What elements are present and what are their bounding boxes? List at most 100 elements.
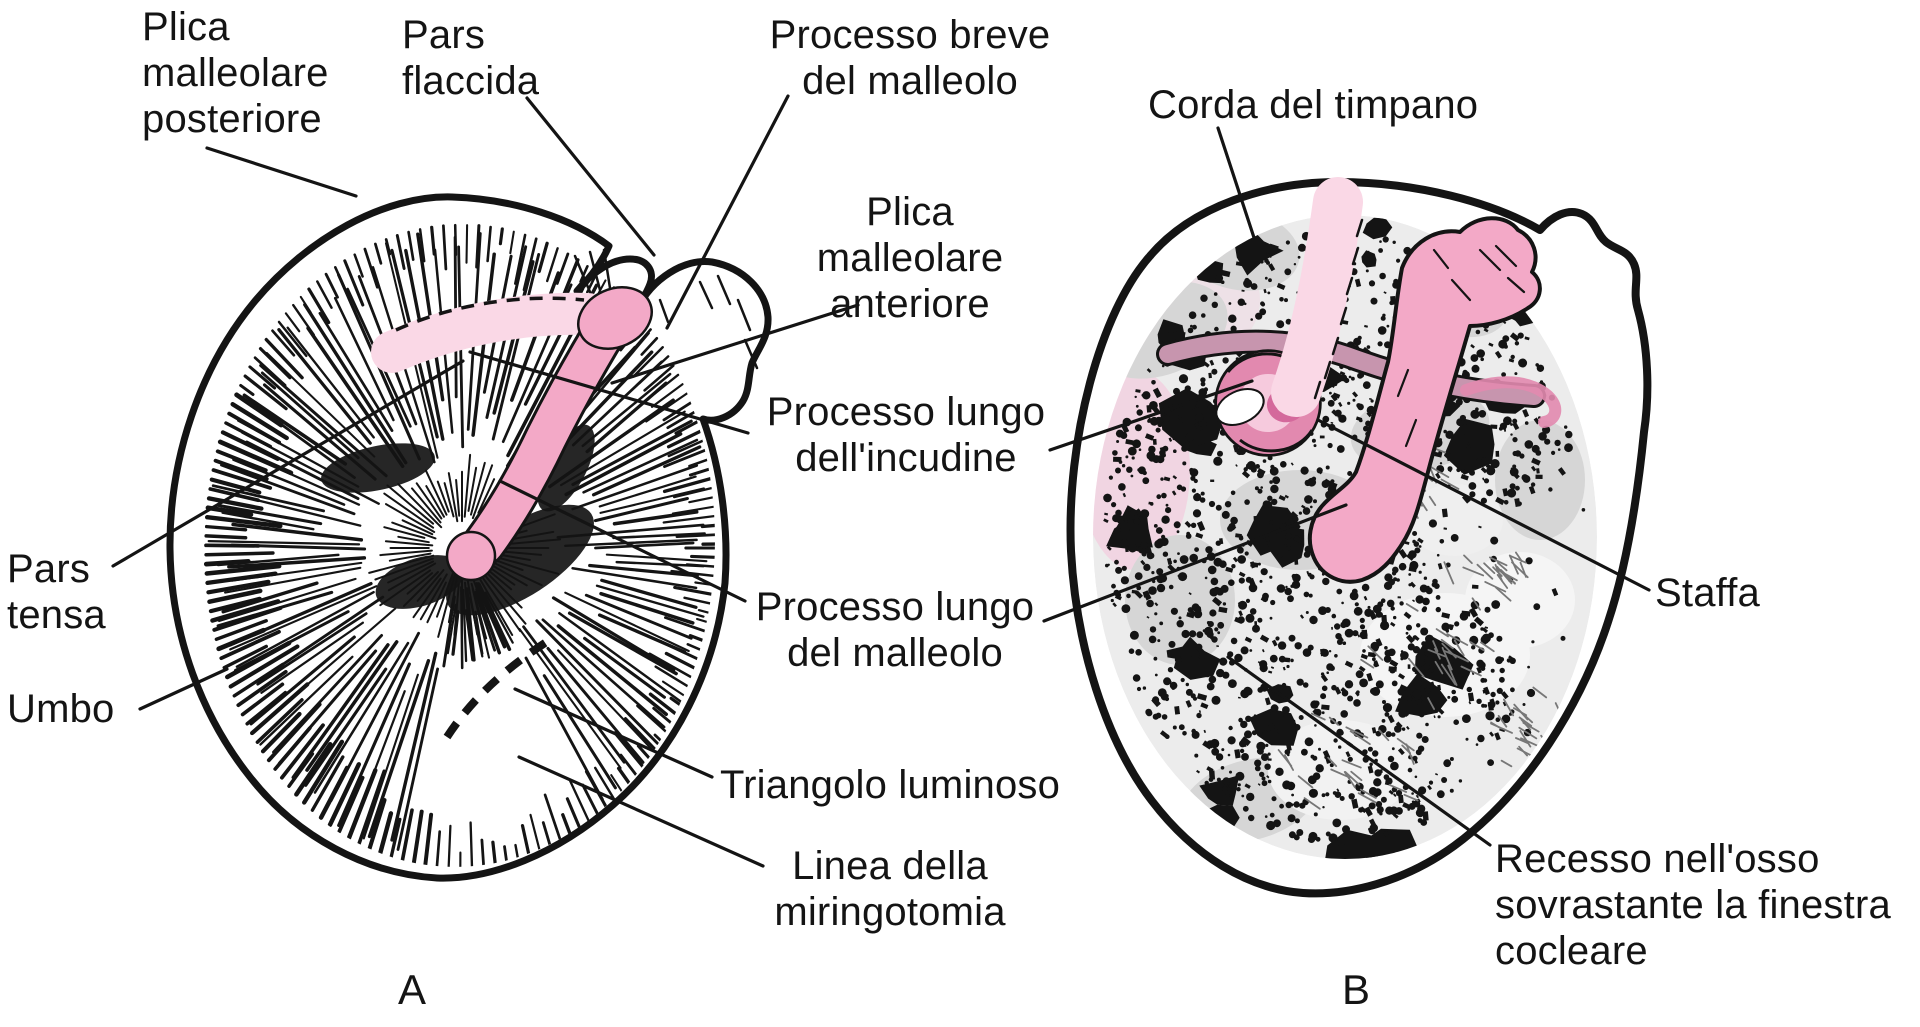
hatch-line bbox=[593, 496, 689, 523]
hatch-line bbox=[598, 475, 697, 508]
hatch-line bbox=[204, 534, 248, 540]
hatch-line bbox=[302, 739, 345, 805]
hatch-line bbox=[425, 485, 445, 518]
hatch-line bbox=[612, 532, 706, 540]
hatch-line bbox=[240, 682, 285, 717]
hatch-line bbox=[211, 468, 273, 490]
myringotomy-dashed-line bbox=[443, 637, 551, 740]
hatch-line bbox=[1460, 665, 1482, 677]
hatch-line bbox=[571, 567, 698, 590]
hatch-line bbox=[1359, 788, 1377, 799]
hatch-line bbox=[1476, 563, 1494, 580]
hatch-line bbox=[243, 374, 288, 411]
hatch-line bbox=[1341, 759, 1362, 769]
hatch-line bbox=[683, 596, 715, 606]
hatch-line bbox=[1345, 276, 1354, 296]
hatch-line bbox=[564, 591, 690, 653]
hatch-line bbox=[557, 649, 653, 751]
hatch-line bbox=[1396, 368, 1410, 398]
hatch-line bbox=[594, 541, 695, 550]
hatch-line bbox=[671, 505, 715, 515]
hatch-line bbox=[1427, 697, 1435, 710]
leader-line-staffa bbox=[1316, 418, 1651, 592]
hatch-line bbox=[225, 640, 292, 680]
hatch-line bbox=[1427, 648, 1447, 658]
hatch-line bbox=[529, 813, 542, 857]
hatch-line bbox=[1405, 743, 1415, 765]
hatch-line bbox=[537, 241, 549, 274]
shadow-blob bbox=[321, 443, 435, 493]
hatch-line bbox=[546, 247, 559, 283]
hatch-line bbox=[541, 618, 666, 729]
leader-line-malleolo-left bbox=[498, 479, 747, 603]
hatch-line bbox=[203, 559, 251, 567]
hatch-line bbox=[430, 225, 436, 256]
hatch-line bbox=[209, 477, 262, 495]
hatch-line bbox=[305, 640, 399, 772]
hatch-line bbox=[509, 230, 515, 255]
hatch-line bbox=[391, 521, 437, 540]
hatch-line bbox=[648, 652, 698, 681]
hatch-line bbox=[204, 543, 261, 548]
hatch-line bbox=[207, 588, 263, 604]
hatch-line bbox=[383, 526, 426, 539]
hatch-line bbox=[648, 692, 682, 719]
fold-crest-dashes bbox=[395, 296, 585, 332]
hatch-line bbox=[443, 482, 455, 518]
hatch-line bbox=[471, 252, 496, 437]
hatch-line bbox=[1407, 657, 1425, 678]
hatch-line bbox=[211, 484, 325, 513]
hatch-line bbox=[280, 723, 325, 780]
hatch-line bbox=[1343, 771, 1356, 789]
hatch-line bbox=[662, 514, 715, 524]
hatch-line bbox=[208, 596, 262, 614]
hatch-line bbox=[1434, 660, 1444, 675]
hatch-line bbox=[337, 662, 411, 827]
hatch-line bbox=[1500, 569, 1516, 585]
label-pars-tensa: Pars tensa bbox=[7, 547, 106, 637]
hatch-line bbox=[1520, 718, 1532, 731]
hatch-line bbox=[1453, 639, 1465, 657]
hatch-line bbox=[463, 453, 472, 518]
label-triangolo-luminoso: Triangolo luminoso bbox=[720, 763, 1061, 807]
label-processo-breve-del-malleolo: Processo breve del malleolo bbox=[769, 13, 1051, 103]
hatch-line bbox=[1462, 566, 1485, 577]
hatch-line bbox=[1396, 737, 1415, 752]
hatch-line bbox=[213, 458, 269, 481]
hatch-line bbox=[303, 303, 408, 465]
label-linea-della-miringotomia: Linea della miringotomia bbox=[774, 844, 1006, 934]
hatch-line bbox=[486, 225, 492, 263]
hatch-line bbox=[616, 328, 652, 369]
hatch-line bbox=[397, 483, 443, 529]
hatch-line bbox=[470, 461, 486, 516]
hatch-line bbox=[436, 480, 450, 513]
hatch-line bbox=[386, 484, 435, 525]
hatch-line bbox=[667, 439, 705, 458]
hatch-line bbox=[469, 821, 474, 867]
leader-line-plica-malleolare-posteriore bbox=[205, 146, 358, 198]
hatch-line bbox=[215, 503, 323, 526]
hatch-line bbox=[253, 356, 287, 387]
hatch-line bbox=[685, 563, 715, 569]
plica-posteriore-band bbox=[371, 292, 609, 373]
hatch-line bbox=[384, 540, 434, 547]
hatch-line bbox=[599, 487, 705, 514]
hatch-line bbox=[1484, 581, 1507, 593]
hatch-line bbox=[245, 690, 288, 726]
panel-letter-b: B bbox=[1341, 966, 1370, 1013]
hatch-line bbox=[415, 482, 443, 520]
hatch-line bbox=[1345, 726, 1369, 739]
hatch-line bbox=[491, 252, 541, 441]
hatch-line bbox=[1351, 246, 1360, 266]
hatch-line bbox=[1432, 640, 1439, 653]
hatch-line bbox=[1331, 336, 1340, 356]
hatch-line bbox=[1446, 633, 1469, 646]
hatch-line bbox=[357, 769, 387, 846]
hatch-line bbox=[455, 479, 461, 517]
hatch-line bbox=[204, 563, 282, 576]
panel-letter-a: A bbox=[397, 966, 426, 1013]
hatch-line bbox=[551, 596, 676, 672]
hatch-line bbox=[640, 336, 659, 356]
hatch-line bbox=[227, 411, 282, 445]
hatch-line bbox=[1310, 712, 1326, 721]
